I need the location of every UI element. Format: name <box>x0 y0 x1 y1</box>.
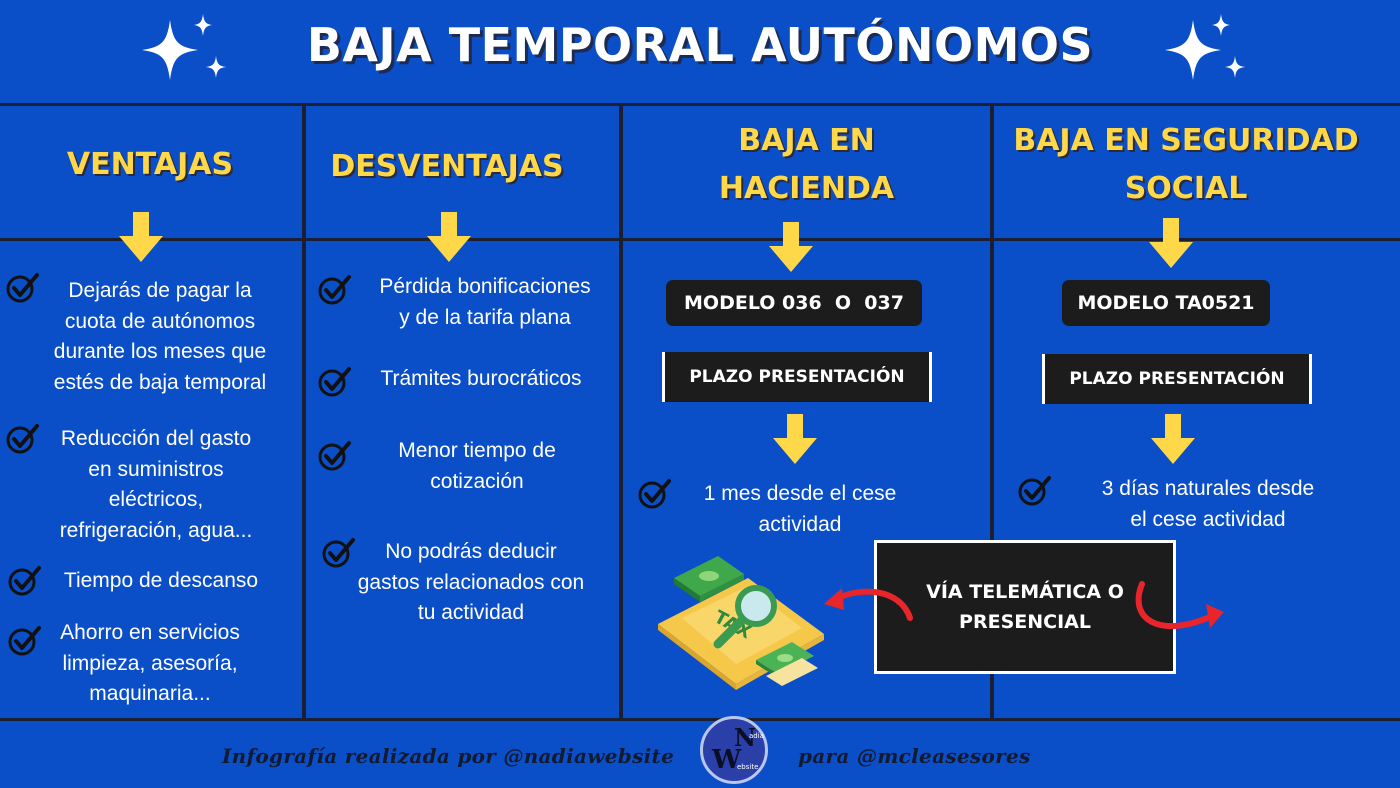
plazo-hacienda-line: actividad <box>758 512 842 536</box>
plazo-ss-line: el cese actividad <box>1130 507 1286 531</box>
check-circle-icon <box>318 367 351 397</box>
page-title: BAJA TEMPORAL AUTÓNOMOS <box>306 18 1094 72</box>
curved-arrow-icon <box>824 588 913 621</box>
ventaja-2-line: en suministros <box>88 457 224 481</box>
logo-small-2: ebsite <box>737 763 759 771</box>
ventaja-2-line: eléctricos, <box>108 488 204 511</box>
check-circle-icon <box>318 441 351 471</box>
down-arrow-icon <box>773 414 817 464</box>
ventaja-1-line: cuota de autónomos <box>64 309 256 333</box>
modelo-hacienda-badge: MODELO 036 O 037 <box>666 280 922 326</box>
check-circle-icon <box>8 626 41 656</box>
money-icon <box>674 556 744 602</box>
ventaja-4-line: limpieza, asesoría, <box>62 651 238 675</box>
via-box: VÍA TELEMÁTICA O PRESENCIAL <box>874 540 1176 674</box>
down-arrow-icon <box>1151 414 1195 464</box>
grid-line-col2 <box>619 104 623 720</box>
ventaja-2: Reducción del gasto en suministros eléct… <box>14 424 298 546</box>
desventaja-3-line: cotización <box>430 469 524 493</box>
down-arrow-icon <box>769 222 813 272</box>
header-desventajas: DESVENTAJAS <box>330 149 564 184</box>
ventaja-4-line: Ahorro en servicios <box>60 621 240 644</box>
check-circle-icon <box>6 424 39 454</box>
ventaja-1-line: durante los meses que <box>53 340 267 363</box>
curved-arrow-icon <box>1135 581 1224 629</box>
desventaja-2: Trámites burocráticos <box>350 364 612 395</box>
header-ss-line2: SOCIAL <box>1124 171 1248 206</box>
ventaja-3-line: Tiempo de descanso <box>63 569 259 592</box>
sparkle-icon <box>142 14 226 80</box>
header-hacienda-line2: HACIENDA <box>718 171 895 206</box>
desventaja-1-line: Pérdida bonificaciones <box>379 275 591 298</box>
ventaja-2-line: Reducción del gasto <box>60 427 252 450</box>
footer-credit-left: Infografía realizada por @nadiawebsite <box>222 744 675 768</box>
plazo-hacienda-text: 1 mes desde el cese actividad <box>672 479 928 540</box>
ventaja-1-line: Dejarás de pagar la <box>68 279 252 302</box>
desventaja-4-line: tu actividad <box>417 601 525 624</box>
logo-letter-n: N <box>734 723 756 752</box>
down-arrow-icon <box>427 212 471 262</box>
grid-line-col1 <box>302 104 306 720</box>
header-ss-line1: BAJA EN SEGURIDAD <box>1013 123 1359 158</box>
grid-line-top <box>0 103 1400 106</box>
magnifier-icon <box>713 585 777 649</box>
logo-small-1: adia <box>749 732 764 740</box>
desventaja-1-line: y de la tarifa plana <box>399 305 571 329</box>
via-line2: PRESENCIAL <box>959 611 1091 633</box>
down-arrow-icon <box>1149 218 1193 268</box>
check-circle-icon <box>318 275 351 305</box>
desventaja-2-line: Trámites burocráticos <box>380 367 582 390</box>
ventaja-1: Dejarás de pagar la cuota de autónomos d… <box>20 276 300 398</box>
header-hacienda-line1: BAJA EN <box>738 123 875 158</box>
footer-credit-right: para @mcleasesores <box>798 744 1031 768</box>
desventaja-4-line: No podrás deducir <box>385 540 557 563</box>
desventaja-4: No podrás deducir gastos relacionados co… <box>330 537 612 629</box>
plazo-ss-text: 3 días naturales desde el cese actividad <box>1064 474 1352 535</box>
tax-documents-icon: TAX <box>658 556 824 690</box>
plazo-hacienda-label: PLAZO PRESENTACIÓN <box>662 352 932 402</box>
desventaja-3-line: Menor tiempo de <box>398 439 556 462</box>
ventaja-4-line: maquinaria... <box>89 682 211 705</box>
plazo-ss-label: PLAZO PRESENTACIÓN <box>1042 354 1312 404</box>
check-circle-icon <box>8 566 41 596</box>
check-circle-icon <box>6 273 39 303</box>
check-circle-icon <box>322 538 355 568</box>
desventaja-3: Menor tiempo de cotización <box>350 436 604 497</box>
ventaja-4: Ahorro en servicios limpieza, asesoría, … <box>12 618 288 710</box>
ventaja-3: Tiempo de descanso <box>20 566 302 597</box>
plazo-ss-line: 3 días naturales desde <box>1101 477 1315 500</box>
ventaja-2-line: refrigeración, agua... <box>59 518 253 542</box>
logo-letter-w: W <box>712 745 742 775</box>
grid-line-header <box>0 238 1400 241</box>
desventaja-1: Pérdida bonificaciones y de la tarifa pl… <box>352 272 618 333</box>
sparkle-icon <box>1165 14 1245 80</box>
via-line1: VÍA TELEMÁTICA O <box>926 581 1124 603</box>
desventaja-4-line: gastos relacionados con <box>357 570 585 594</box>
check-circle-icon <box>1018 476 1051 506</box>
grid-line-bottom <box>0 718 1400 721</box>
grid-line-col3 <box>990 104 994 720</box>
logo: N adia W ebsite <box>700 716 768 784</box>
down-arrow-icon <box>119 212 163 262</box>
ventaja-1-line: estés de baja temporal <box>53 370 267 394</box>
check-circle-icon <box>638 479 671 509</box>
modelo-ss-badge: MODELO TA0521 <box>1062 280 1270 326</box>
plazo-hacienda-line: 1 mes desde el cese <box>703 482 897 505</box>
header-ventajas: VENTAJAS <box>66 147 234 182</box>
